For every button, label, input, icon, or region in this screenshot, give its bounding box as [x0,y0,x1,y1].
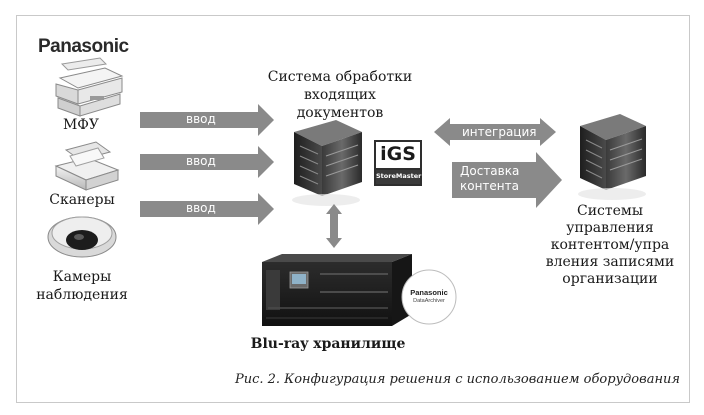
figure-frame [16,15,690,403]
processing-system-label: Система обработки входящих документов [260,68,420,122]
dataarchiver-sub: DataArchiver [413,298,445,304]
scanners-label: Сканеры [49,192,115,208]
delivery-label: Доставка контента [460,164,519,194]
input-arrow-1-label: ввод [186,112,216,126]
input-arrow-1 [140,104,274,136]
dataarchiver-brand: Panasonic [410,288,448,297]
ecm-label-line5: организации [562,271,658,287]
igs-logo-text: iGS [380,143,416,165]
ecm-label: Системы управления контентом/упра вления… [540,203,680,288]
input-arrow-3 [140,193,274,225]
mfp-label: МФУ [62,117,100,133]
processing-label-line1: Система обработки [267,69,413,85]
bluray-storage-label: Blu-ray хранилище [250,336,406,352]
igs-logo [374,140,422,186]
mfp-icon [55,57,124,117]
delivery-arrow [452,152,562,208]
processing-label-line3: документов [296,105,384,121]
bluray-library-icon [262,254,412,326]
cameras-label-line1: Камеры [52,269,112,285]
integration-label: интеграция [462,125,537,139]
delivery-label-line1: Доставка [460,164,520,178]
scanner-icon [54,141,120,191]
dataarchiver-logo [401,269,457,325]
igs-logo-sub: StoreMaster [376,172,422,180]
ecm-label-line4: вления записями [545,254,675,270]
processing-label-line2: входящих [304,87,376,103]
integration-arrow [434,118,556,146]
input-arrow-2 [140,146,274,178]
input-arrow-2-label: ввод [186,154,216,168]
cameras-label-line2: наблюдения [36,287,128,303]
cameras-label: Камеры наблюдения [34,268,130,304]
ecm-server-icon [578,114,646,200]
ecm-label-line1: Системы [577,203,643,219]
panasonic-logo: Panasonic [38,36,129,57]
ecm-label-line3: контентом/упра [550,237,670,253]
ecm-label-line2: управления [566,220,654,236]
input-arrow-3-label: ввод [186,201,216,215]
figure-caption: Рис. 2. Конфигурация решения с использов… [234,372,680,387]
processing-server-icon [292,120,362,206]
vertical-double-arrow [326,204,342,248]
delivery-label-line2: контента [460,179,519,193]
camera-icon [47,216,117,258]
